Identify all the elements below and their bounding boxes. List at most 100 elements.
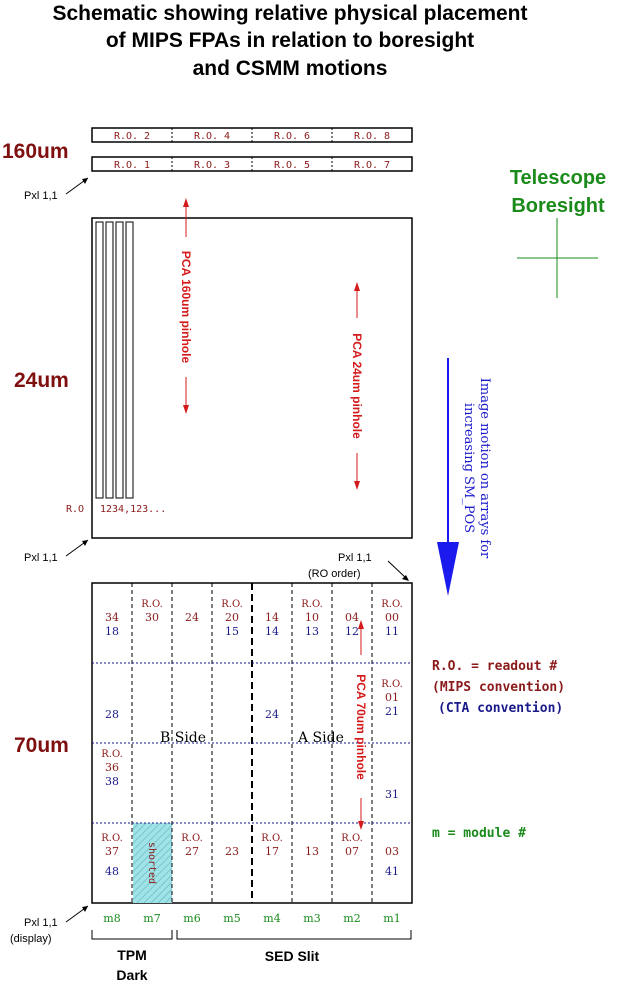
array-24um	[91, 217, 413, 539]
mips-readout-number: 13	[305, 845, 319, 858]
array-70-grid	[92, 583, 412, 903]
ro-160-3: R.O. 3	[194, 160, 230, 171]
pinhole-70-label: PCA 70um pinhole	[354, 674, 368, 780]
ro-160-1: R.O. 1	[114, 160, 150, 171]
legend-mips: (MIPS convention)	[432, 680, 565, 695]
group-tpm-1: TPM	[117, 947, 147, 963]
mips-readout-number: 24	[185, 611, 199, 624]
module-label: m4	[263, 912, 280, 925]
mips-readout-number: 04	[345, 611, 359, 624]
module-label: m5	[223, 912, 240, 925]
module-label: m2	[343, 912, 360, 925]
array-24-readout-strips	[95, 221, 134, 499]
pinhole-24-marker: PCA 24um pinhole	[350, 282, 364, 490]
cta-readout-number: 13	[305, 625, 319, 638]
pinhole-160-marker: PCA 160um pinhole	[179, 198, 193, 414]
label-70um: 70um	[14, 734, 69, 757]
pxl-label-70: Pxl 1,1	[24, 917, 58, 929]
cta-readout-number: 18	[105, 625, 119, 638]
display-label: (display)	[10, 933, 52, 945]
legend-cta: (CTA convention)	[438, 701, 563, 716]
module-label: m3	[303, 912, 320, 925]
cta-readout-number: 31	[385, 788, 399, 801]
ro-prefix-label: R.O.	[381, 679, 403, 690]
module-label: m1	[383, 912, 400, 925]
module-label: m6	[183, 912, 200, 925]
group-tpm-2: Dark	[116, 967, 147, 983]
label-24um: 24um	[14, 369, 69, 392]
ro-prefix-label: R.O.	[381, 599, 403, 610]
cta-readout-number: 12	[345, 625, 359, 638]
cta-readout-number: 15	[225, 625, 239, 638]
cta-readout-number: 14	[265, 625, 279, 638]
title-line-2: of MIPS FPAs in relation to boresight	[106, 29, 474, 52]
mips-readout-number: 00	[385, 611, 399, 624]
mips-readout-number: 17	[265, 845, 279, 858]
cta-readout-number: 24	[265, 708, 279, 721]
ro-prefix-label: R.O.	[221, 599, 243, 610]
mips-readout-number: 14	[265, 611, 279, 624]
label-160um: 160um	[2, 140, 69, 163]
module-label: m7	[143, 912, 160, 925]
pxl-arrow-ro	[387, 560, 408, 580]
mips-readout-number: 37	[105, 845, 119, 858]
ro-prefix-label: R.O.	[301, 599, 323, 610]
group-brackets	[91, 930, 412, 940]
pinhole-24-label: PCA 24um pinhole	[350, 333, 364, 439]
cta-readout-number: 41	[385, 865, 399, 878]
telescope-label-1: Telescope	[510, 167, 606, 189]
b-side-label: B Side	[160, 730, 206, 746]
shorted-label: shorted	[146, 842, 157, 884]
ro-160-5: R.O. 5	[274, 160, 310, 171]
mips-readout-number: 27	[185, 845, 199, 858]
mips-readout-number: 07	[345, 845, 359, 858]
mips-readout-number: 03	[385, 845, 399, 858]
image-motion-arrow: Image motion on arrays for increasing SM…	[437, 358, 492, 596]
a-side-label: A Side	[297, 730, 344, 746]
title-line-3: and CSMM motions	[193, 57, 388, 80]
title-line-1: Schematic showing relative physical plac…	[52, 2, 527, 25]
motion-label-2: increasing SM_POS	[461, 403, 476, 533]
ro-160-2: R.O. 2	[114, 131, 150, 142]
mips-readout-number: 34	[105, 611, 119, 624]
telescope-label-2: Boresight	[511, 195, 605, 217]
boresight-cross-icon	[517, 218, 598, 298]
mips-readout-number: 20	[225, 611, 239, 624]
legend-module: m = module #	[432, 826, 526, 841]
mips-readout-number: 30	[145, 611, 159, 624]
ro-160-7: R.O. 7	[354, 160, 390, 171]
cta-readout-number: 48	[105, 865, 119, 878]
mips-readout-number: 36	[105, 761, 119, 774]
pxl-label-ro: Pxl 1,1	[338, 552, 372, 564]
shorted-module	[133, 823, 172, 903]
ro-prefix-label: R.O.	[101, 749, 123, 760]
array-160um: R.O. 2 R.O. 4 R.O. 6 R.O. 8 R.O. 1 R.O. …	[91, 127, 413, 172]
pinhole-160-label: PCA 160um pinhole	[179, 251, 193, 364]
ro-prefix-label: R.O.	[141, 599, 163, 610]
ro-160-6: R.O. 6	[274, 131, 310, 142]
ro-prefix-label: R.O.	[181, 833, 203, 844]
pinhole-70-marker: PCA 70um pinhole	[354, 620, 368, 830]
ro-prefix-label: R.O.	[341, 833, 363, 844]
cta-readout-number: 11	[385, 625, 399, 638]
ro-prefix-label: R.O.	[261, 833, 283, 844]
mips-readout-number: 01	[385, 691, 399, 704]
mips-readout-number: 23	[225, 845, 239, 858]
ro-24-label: R.O	[66, 504, 84, 515]
cta-readout-number: 38	[105, 775, 119, 788]
group-sed: SED Slit	[265, 948, 320, 964]
ro-160-4: R.O. 4	[194, 131, 230, 142]
motion-label-1: Image motion on arrays for	[477, 378, 492, 559]
cta-readout-number: 21	[385, 705, 399, 718]
legend-ro: R.O. = readout #	[432, 659, 557, 674]
ro-prefix-label: R.O.	[101, 833, 123, 844]
ro-order-label: (RO order)	[308, 568, 361, 580]
pxl-label-24: Pxl 1,1	[24, 552, 58, 564]
mips-readout-number: 10	[305, 611, 319, 624]
pxl-label-160: Pxl 1,1	[24, 190, 58, 202]
ro-160-8: R.O. 8	[354, 131, 390, 142]
